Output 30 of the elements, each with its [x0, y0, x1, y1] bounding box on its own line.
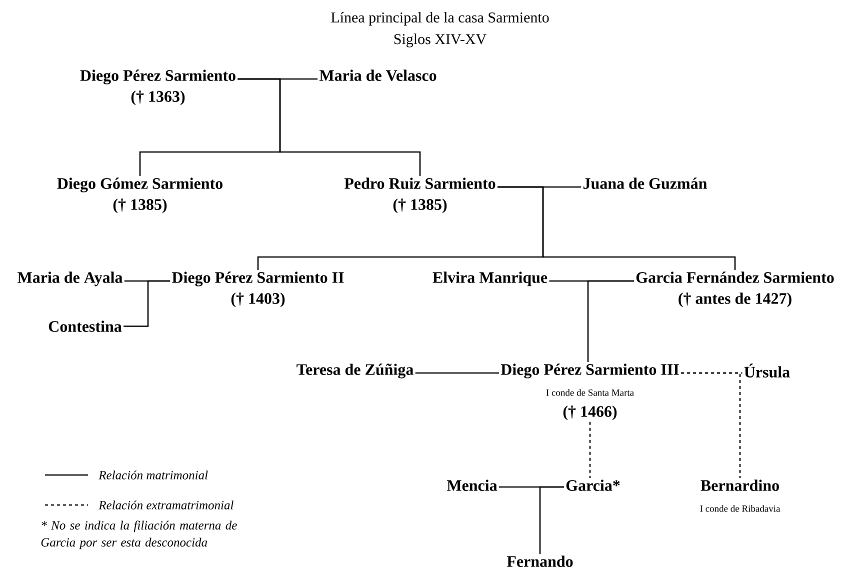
family-line	[498, 186, 736, 270]
person-name: Diego Pérez Sarmiento († 1363)	[80, 70, 236, 106]
person-name: Maria de Velasco	[319, 70, 436, 81]
person-name: Diego Pérez Sarmiento II († 1403)	[172, 272, 344, 308]
person-name: Mencia	[446, 480, 498, 491]
person-name: Garcia*	[566, 480, 620, 491]
person-name: Fernando	[506, 556, 573, 567]
family-line	[681, 372, 741, 478]
family-line	[539, 486, 564, 554]
legend-text: Relación extramatrimonial	[98, 500, 234, 510]
family-line	[415, 372, 499, 374]
person-name: Pedro Ruiz Sarmiento († 1385)	[344, 178, 496, 214]
family-line	[124, 280, 170, 327]
family-line	[589, 422, 591, 478]
person-name: Maria de Ayala	[18, 272, 122, 286]
family-line	[238, 78, 421, 176]
person-name: Contestina	[48, 320, 122, 332]
person-name: Garcia Fernández Sarmiento († antes de 1427)	[636, 272, 834, 308]
person-name: Diego Gómez Sarmiento († 1385)	[57, 178, 222, 214]
footnote: * No se indica la filiación materna de Garcia por ser esta desconocida	[41, 520, 237, 550]
family-line	[587, 280, 634, 362]
legend-text: Relación matrimonial	[98, 470, 208, 480]
subtitle: Siglos XIV-XV	[394, 34, 486, 48]
person-name: Juana de Guzmán	[583, 178, 707, 189]
person-name: Teresa de Zúñiga	[296, 364, 414, 378]
person-name: Úrsula	[744, 364, 790, 378]
person-name: Elvira Manrique	[432, 272, 548, 286]
person-name: Diego Pérez Sarmiento III I conde de Santa Marta († 1466)	[500, 364, 679, 420]
person-name: Bernardino I conde de Ribadavia	[700, 480, 780, 512]
title: Línea principal de la casa Sarmiento	[331, 12, 549, 26]
